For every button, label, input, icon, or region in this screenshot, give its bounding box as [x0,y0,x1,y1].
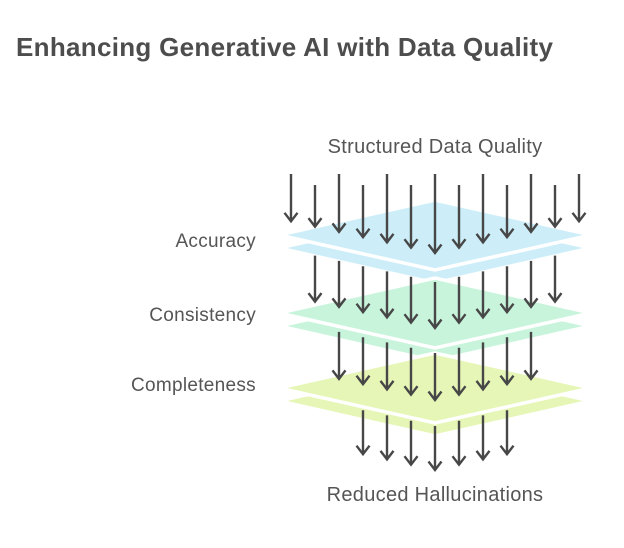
flow-arrows [283,174,587,472]
flow-arrow [571,174,587,224]
flow-arrow [379,174,395,245]
flow-arrow [547,255,563,304]
layer-label-accuracy: Accuracy [175,231,256,252]
flow-arrow [403,185,419,250]
flow-arrow [307,255,323,304]
flow-arrow [547,185,563,229]
output-label: Reduced Hallucinations [326,484,544,506]
flow-arrow [355,337,371,387]
flow-arrow [451,276,467,325]
flow-arrow [427,426,443,472]
flow-arrow [475,342,491,392]
flow-arrow [499,337,515,387]
flow-arrow [475,415,491,462]
flow-arrow [331,174,347,234]
flow-arrow [499,185,515,240]
flow-arrow [475,174,491,245]
flow-arrow [403,347,419,397]
flow-arrow [331,331,347,381]
flow-arrow [427,282,443,330]
flow-arrow [379,342,395,392]
flow-arrow [451,420,467,467]
flow-arrow [283,174,299,224]
flow-arrow [307,185,323,229]
flow-arrow [523,174,539,234]
input-label: Structured Data Quality [327,136,543,158]
flow-arrow [355,266,371,315]
flow-arrow [379,271,395,320]
flow-arrow [451,347,467,397]
flow-arrow [475,271,491,320]
layer-label-consistency: Consistency [149,305,256,326]
flow-arrow [403,420,419,467]
flow-arrow [403,276,419,325]
page-title: Enhancing Generative AI with Data Qualit… [16,32,554,62]
flow-arrow [331,260,347,309]
flow-arrow [427,353,443,402]
flow-arrow [499,266,515,315]
flow-arrow [499,410,515,457]
flow-arrow [355,185,371,240]
flow-arrow [427,174,443,255]
layer-label-completeness: Completeness [130,375,256,396]
flow-arrow [523,331,539,381]
flow-arrow [379,415,395,462]
flow-arrow [355,410,371,457]
flow-arrow [451,185,467,250]
flow-arrow [523,260,539,309]
